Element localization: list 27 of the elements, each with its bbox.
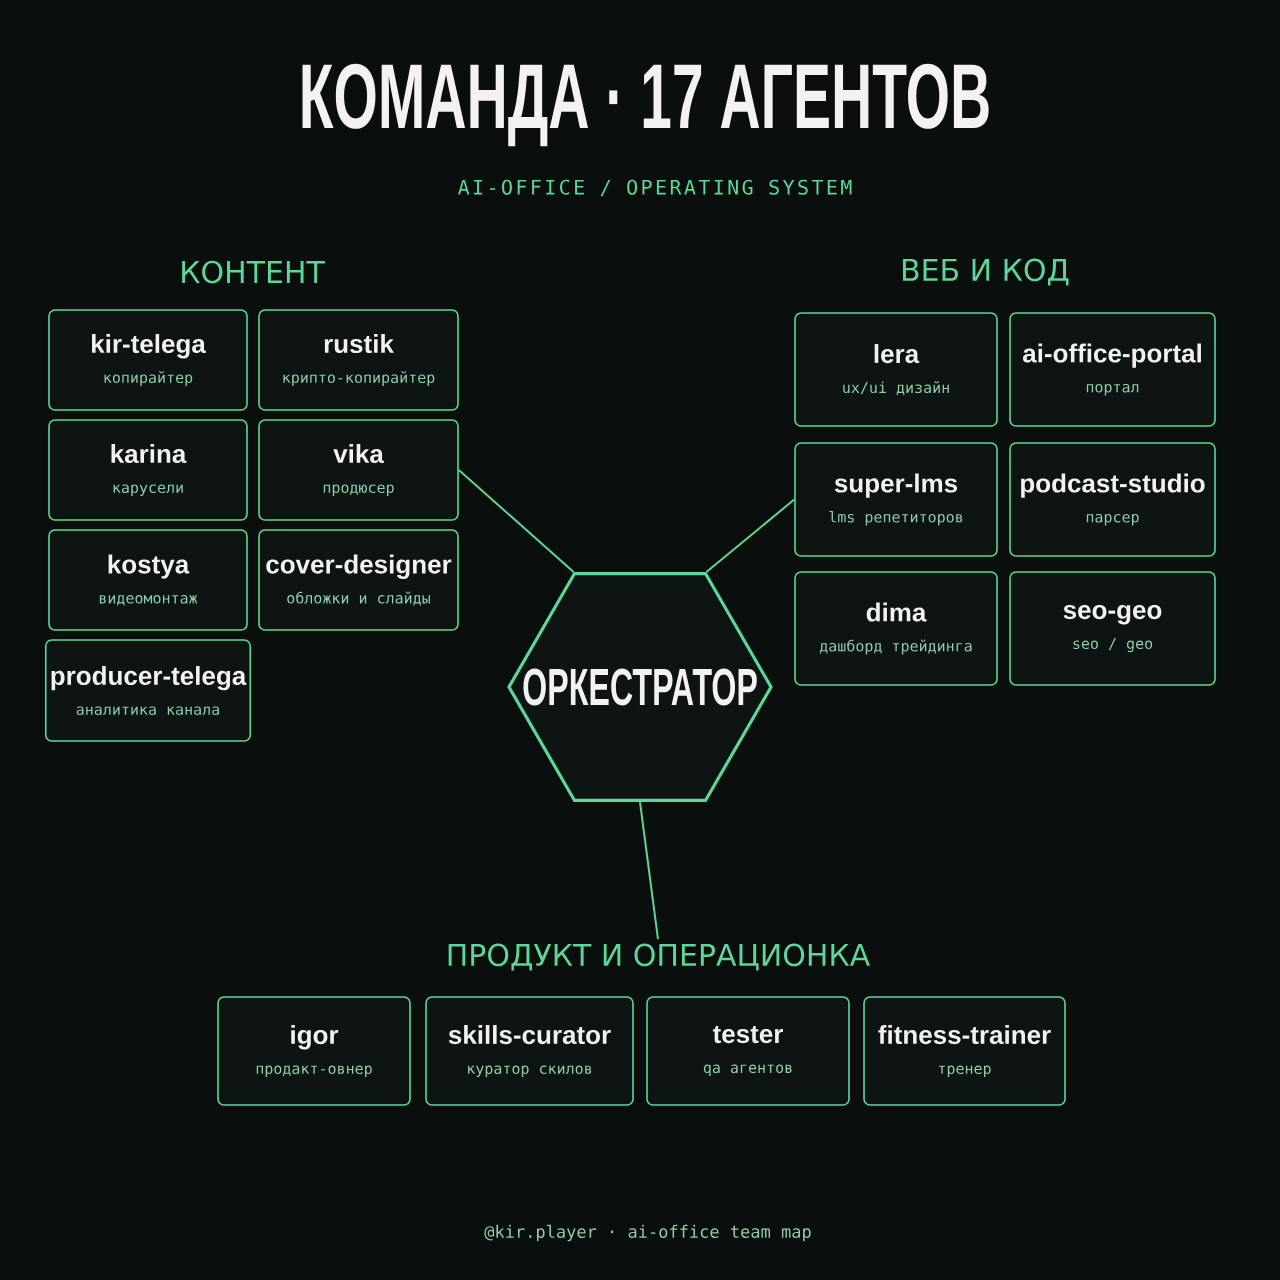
agent-card: karina карусели	[48, 419, 248, 521]
agent-card: lera ux/ui дизайн	[794, 312, 998, 427]
section-heading: ПРОДУКТ И ОПЕРАЦИОНКА	[448, 943, 870, 971]
connector-line	[639, 801, 659, 941]
agent-card: skills-curator куратор скилов	[425, 996, 634, 1106]
section-heading: КОНТЕНТ	[182, 260, 325, 284]
agent-card: rustik крипто-копирайтер	[258, 309, 459, 411]
agent-card: ai-office-portal портал	[1009, 312, 1216, 427]
agent-card: kostya видеомонтаж	[48, 529, 248, 631]
agent-card: podcast-studio парсер	[1009, 442, 1216, 557]
agent-card: kir-telega копирайтер	[48, 309, 248, 411]
title: КОМАНДА · 17 АГЕНТОВ	[302, 63, 989, 147]
agent-card: seo-geo seo / geo	[1009, 571, 1216, 686]
hexagon: ОРКЕСТРАТОР	[507, 571, 773, 803]
agent-card: igor продакт-овнер	[217, 996, 411, 1106]
agent-card: super-lms lms репетиторов	[794, 442, 998, 557]
connector-line	[705, 498, 796, 573]
section-heading: ВЕБ И КОД	[902, 258, 1069, 286]
agent-card: tester qa агентов	[646, 996, 850, 1106]
agent-card: producer-telega аналитика канала	[44, 639, 252, 742]
connector-line	[457, 469, 575, 573]
agent-card: dima дашборд трейдинга	[794, 571, 998, 686]
subtitle: AI-OFFICE / OPERATING SYSTEM	[458, 179, 852, 197]
agent-card: cover-designer обложки и слайды	[258, 529, 459, 631]
agent-card: fitness-trainer тренер	[863, 996, 1066, 1106]
footer-text: @kir.player · ai-office team map	[484, 1224, 811, 1242]
agent-card: vika продюсер	[258, 419, 459, 521]
